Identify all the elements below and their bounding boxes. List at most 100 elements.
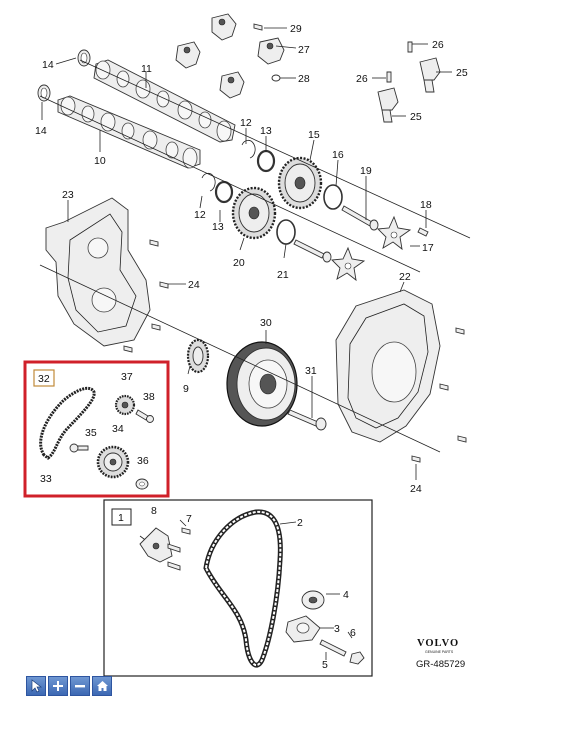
label-25-upper: 25 xyxy=(456,67,468,79)
label-3: 3 xyxy=(334,623,340,635)
camshaft-10[interactable] xyxy=(57,95,201,169)
label-37: 37 xyxy=(121,371,133,383)
camshaft-sensor-top[interactable] xyxy=(211,13,237,41)
crank-gear-9[interactable] xyxy=(186,338,210,374)
label-23: 23 xyxy=(62,189,74,201)
label-11: 11 xyxy=(141,63,152,75)
label-34: 34 xyxy=(112,423,124,435)
timing-cover-23[interactable] xyxy=(45,197,151,347)
engine-cover-22[interactable] xyxy=(335,289,441,443)
brand-name: VOLVO xyxy=(417,638,459,649)
drive-belt-2[interactable] xyxy=(203,509,283,668)
label-30: 30 xyxy=(260,317,272,329)
label-31: 31 xyxy=(305,365,317,377)
label-21: 21 xyxy=(277,269,289,281)
solenoid-25-lower[interactable] xyxy=(377,87,399,123)
bolt-18[interactable] xyxy=(417,227,429,237)
bolts-24-right[interactable] xyxy=(411,327,467,463)
sprocket-37[interactable] xyxy=(114,394,136,416)
cursor-arrow-icon xyxy=(31,679,42,693)
idler-pulley-4[interactable] xyxy=(301,590,325,610)
seal-14-upper[interactable] xyxy=(77,49,91,67)
bolts-7[interactable] xyxy=(167,527,191,571)
bolt-35[interactable] xyxy=(69,443,89,453)
o-ring-13-upper[interactable] xyxy=(256,149,276,173)
label-9: 9 xyxy=(183,383,189,395)
home-button[interactable] xyxy=(92,676,112,696)
tensioner-3[interactable] xyxy=(285,615,321,643)
label-14-lower: 14 xyxy=(35,125,47,137)
label-35: 35 xyxy=(85,427,97,439)
label-18: 18 xyxy=(420,199,432,211)
label-29: 29 xyxy=(290,23,302,35)
label-15: 15 xyxy=(308,129,320,141)
label-12-upper: 12 xyxy=(240,117,252,129)
minus-icon xyxy=(75,685,85,688)
camshaft-11[interactable] xyxy=(93,59,236,143)
home-icon xyxy=(96,681,108,691)
seal-16[interactable] xyxy=(323,184,343,210)
bolt-19-upper[interactable] xyxy=(341,205,379,231)
zoom-in-button[interactable] xyxy=(48,676,68,696)
screw-26-lower[interactable] xyxy=(386,71,392,83)
circlip-12-upper[interactable] xyxy=(241,139,256,159)
label-33: 33 xyxy=(40,473,52,485)
label-19: 19 xyxy=(360,165,372,177)
seal-21[interactable] xyxy=(276,219,296,245)
bolt-5[interactable] xyxy=(319,639,347,657)
label-13-lower: 13 xyxy=(212,221,224,233)
star-plate-17-upper[interactable] xyxy=(377,215,412,251)
solenoid-25-upper[interactable] xyxy=(419,57,441,93)
bolt-19-lower[interactable] xyxy=(293,239,332,263)
bolt-38[interactable] xyxy=(135,409,154,423)
star-plate-17-lower[interactable] xyxy=(331,246,366,282)
zoom-out-button[interactable] xyxy=(70,676,90,696)
label-17: 17 xyxy=(422,242,434,254)
screw-29[interactable] xyxy=(253,23,263,31)
camshaft-sensor-27[interactable] xyxy=(257,37,285,65)
part-labels: 29 27 28 26 26 25 25 14 14 11 10 12 13 1… xyxy=(35,23,468,671)
volvo-logo: VOLVO GENUINE PARTS GR-485729 xyxy=(416,638,465,670)
accessory-box-1[interactable] xyxy=(103,499,373,677)
label-2: 2 xyxy=(297,517,303,529)
label-36: 36 xyxy=(137,455,149,467)
leader-lines xyxy=(41,27,452,660)
label-26-upper: 26 xyxy=(432,39,444,51)
diagram-code: GR-485729 xyxy=(416,659,465,670)
crank-bolt-31[interactable] xyxy=(287,409,327,431)
bracket-8[interactable] xyxy=(139,527,173,563)
label-25-lower: 25 xyxy=(410,111,422,123)
washer-36[interactable] xyxy=(135,478,149,490)
plus-icon xyxy=(53,681,63,691)
label-12-lower: 12 xyxy=(194,209,206,221)
label-10: 10 xyxy=(94,155,106,167)
label-14-upper: 14 xyxy=(42,59,54,71)
label-32: 32 xyxy=(38,373,50,385)
label-28: 28 xyxy=(298,73,310,85)
timing-chain-33[interactable] xyxy=(39,386,96,460)
cam-phaser-15[interactable] xyxy=(277,156,323,210)
camshaft-sensor-left[interactable] xyxy=(175,41,201,69)
camshaft-sensor-mid[interactable] xyxy=(219,71,245,99)
label-24-left: 24 xyxy=(188,279,200,291)
label-13-upper: 13 xyxy=(260,125,272,137)
seal-14-lower[interactable] xyxy=(37,84,51,102)
highlight-box-32[interactable] xyxy=(23,360,170,498)
o-ring-13-lower[interactable] xyxy=(214,180,234,204)
bolts-24-left[interactable] xyxy=(123,239,169,353)
label-16: 16 xyxy=(332,149,344,161)
brand-sub: GENUINE PARTS xyxy=(425,650,454,654)
nut-6[interactable] xyxy=(349,651,365,665)
select-button[interactable] xyxy=(26,676,46,696)
screw-26-upper[interactable] xyxy=(407,41,413,53)
cam-phaser-20[interactable] xyxy=(231,186,277,240)
label-1: 1 xyxy=(118,512,124,524)
sprocket-34[interactable] xyxy=(96,445,130,479)
o-ring-28[interactable] xyxy=(271,74,281,82)
crankshaft-pulley-30[interactable] xyxy=(226,341,298,427)
label-6: 6 xyxy=(350,627,356,639)
label-4: 4 xyxy=(343,589,349,601)
label-26-lower: 26 xyxy=(356,73,368,85)
assembly-center-lines xyxy=(39,59,471,453)
label-box-32 xyxy=(33,369,55,387)
